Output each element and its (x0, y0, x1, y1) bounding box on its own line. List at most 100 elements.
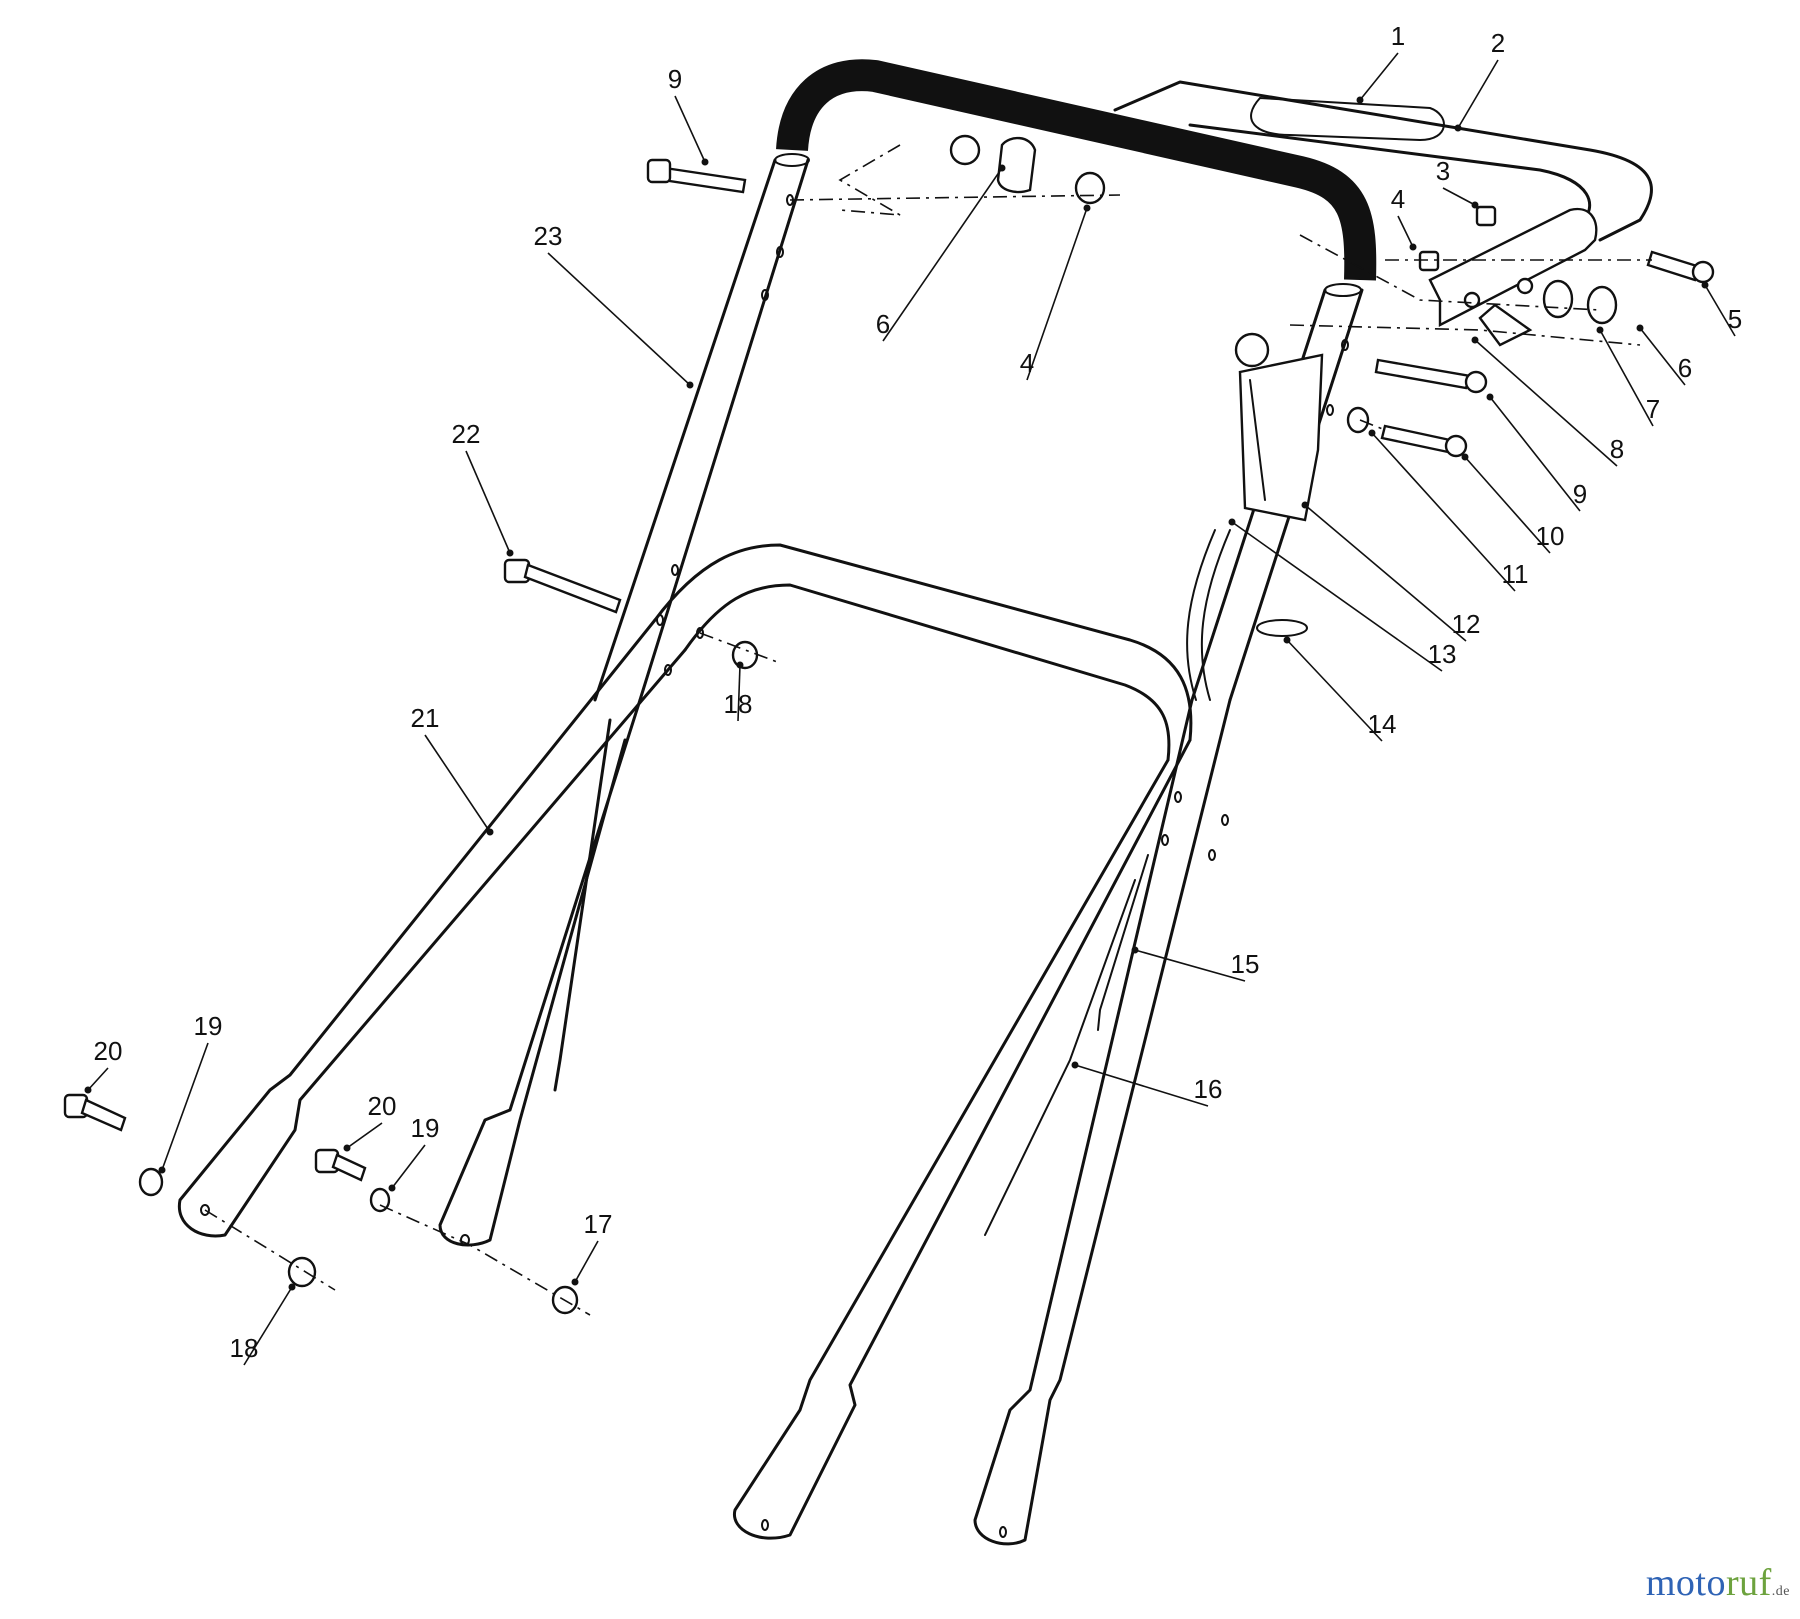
callout-label-15: 15 (1231, 949, 1260, 979)
callout-leader-19 (161, 1042, 209, 1171)
callout-label-19: 19 (411, 1113, 440, 1143)
callout-leader-6 (1639, 327, 1686, 386)
callout-label-11: 11 (1502, 559, 1529, 589)
callout-leader-7 (1599, 329, 1654, 427)
callout-label-6: 6 (1678, 353, 1692, 383)
watermark-suffix: .de (1771, 1584, 1790, 1599)
callout-leader-6 (882, 167, 1003, 342)
callout-label-18: 18 (230, 1333, 259, 1363)
callout-leader-23 (547, 252, 691, 386)
callout-label-17: 17 (584, 1209, 613, 1239)
watermark-logo: motoruf.de (1646, 1561, 1790, 1605)
callout-leader-9 (674, 95, 706, 163)
callout-label-10: 10 (1536, 521, 1565, 551)
callout-label-23: 23 (534, 221, 563, 251)
callout-label-18: 18 (724, 689, 753, 719)
callout-dot-11 (1368, 429, 1376, 437)
callout-dot-20 (343, 1144, 351, 1152)
callout-label-19: 19 (194, 1011, 223, 1041)
callout-dot-17 (571, 1278, 579, 1286)
callout-leader-19 (391, 1144, 426, 1189)
watermark-part2: ruf (1725, 1562, 1772, 1604)
callout-dot-6 (1636, 324, 1644, 332)
callout-label-13: 13 (1428, 639, 1457, 669)
callout-leader-13 (1231, 521, 1443, 672)
callout-dot-4 (1409, 243, 1417, 251)
callout-dot-19 (158, 1166, 166, 1174)
callout-label-7: 7 (1646, 394, 1660, 424)
control-box (1234, 332, 1324, 637)
callout-label-2: 2 (1491, 28, 1505, 58)
callout-leader-10 (1464, 456, 1551, 554)
callout-dot-10 (1461, 453, 1469, 461)
bottom-left-hardware (63, 1093, 591, 1316)
callout-dot-12 (1301, 501, 1309, 509)
callout-dot-9 (701, 158, 709, 166)
callout-label-9: 9 (668, 64, 682, 94)
callout-dot-19 (388, 1184, 396, 1192)
callout-leader-5 (1704, 284, 1736, 337)
right-bracket (1289, 205, 1715, 458)
callout-leader-18 (737, 664, 741, 722)
callout-dot-6 (998, 164, 1006, 172)
callout-dot-13 (1228, 518, 1236, 526)
callout-label-5: 5 (1728, 304, 1742, 334)
callout-leader-4 (1026, 207, 1088, 381)
callout-leader-15 (1134, 949, 1246, 982)
callout-leader-16 (1074, 1064, 1209, 1107)
callout-leader-20 (346, 1122, 383, 1149)
lower-handle-right (733, 529, 1232, 1546)
callout-label-9: 9 (1573, 479, 1587, 509)
callout-leader-21 (424, 734, 491, 833)
callout-label-20: 20 (368, 1091, 397, 1121)
callout-label-3: 3 (1436, 156, 1450, 186)
callout-label-6: 6 (876, 309, 890, 339)
callout-label-20: 20 (94, 1036, 123, 1066)
callout-leader-11 (1371, 432, 1516, 592)
callout-leader-20 (87, 1067, 109, 1091)
watermark-part1: moto (1645, 1562, 1726, 1604)
callout-label-1: 1 (1391, 21, 1405, 51)
callout-label-4: 4 (1391, 184, 1405, 214)
callout-label-14: 14 (1368, 709, 1397, 739)
callout-dot-18 (288, 1283, 296, 1291)
mid-left-hardware (503, 558, 781, 670)
callout-leader-22 (465, 450, 511, 554)
handle-grip-bar (776, 59, 1377, 281)
callout-leader-8 (1474, 339, 1618, 467)
callout-leader-17 (574, 1240, 599, 1283)
callout-dot-22 (506, 549, 514, 557)
callout-dot-3 (1471, 201, 1479, 209)
callout-dot-18 (736, 661, 744, 669)
lower-handle-left (177, 543, 1193, 1247)
callout-dot-9 (1486, 393, 1494, 401)
callout-leader-4 (1397, 215, 1414, 248)
callout-dot-7 (1596, 326, 1604, 334)
callout-dot-20 (84, 1086, 92, 1094)
callout-leader-14 (1286, 639, 1383, 742)
callout-label-8: 8 (1610, 434, 1624, 464)
callout-dot-14 (1283, 636, 1291, 644)
callout-label-22: 22 (452, 419, 481, 449)
callout-label-12: 12 (1452, 609, 1481, 639)
callout-dot-15 (1131, 946, 1139, 954)
callout-leader-1 (1359, 52, 1399, 101)
callout-dot-5 (1701, 281, 1709, 289)
callout-label-16: 16 (1194, 1074, 1223, 1104)
callout-dot-4 (1083, 204, 1091, 212)
callout-leader-3 (1442, 187, 1476, 206)
callout-leader-2 (1457, 59, 1499, 129)
callout-dot-21 (486, 828, 494, 836)
callout-dot-16 (1071, 1061, 1079, 1069)
callout-dot-1 (1356, 96, 1364, 104)
callout-label-4: 4 (1020, 348, 1034, 378)
callout-label-21: 21 (411, 703, 440, 733)
callout-leader-18 (243, 1286, 293, 1366)
callout-dot-8 (1471, 336, 1479, 344)
callout-leader-9 (1489, 396, 1581, 512)
top-left-hardware (646, 134, 1121, 216)
callout-dot-2 (1454, 124, 1462, 132)
callout-dot-23 (686, 381, 694, 389)
